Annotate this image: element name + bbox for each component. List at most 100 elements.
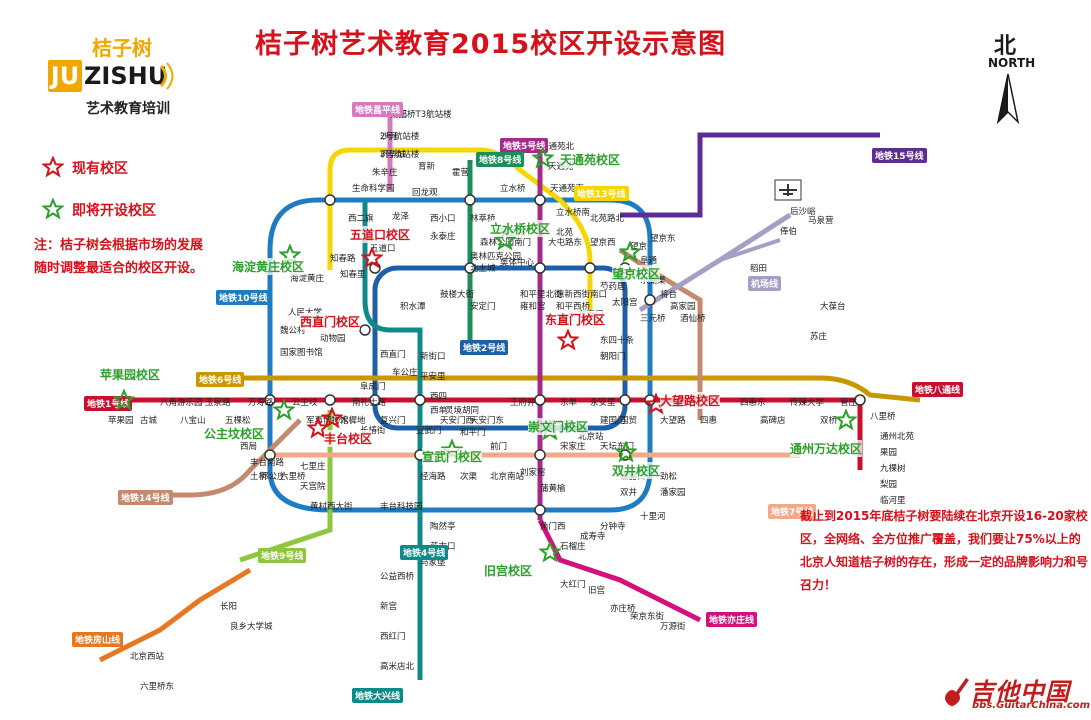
station-label: 果园 xyxy=(880,448,898,458)
station-label: 马家堡 xyxy=(420,558,446,568)
campus-label: 西直门校区 xyxy=(300,313,361,330)
station-label: 东四十条 xyxy=(600,336,635,346)
station-label: 雍和宫 xyxy=(520,302,546,312)
line-badge: 地铁房山线 xyxy=(72,632,124,647)
line-badge: 地铁15号线 xyxy=(872,148,927,163)
line-badge: 地铁6号线 xyxy=(196,372,245,387)
line-badge: 地铁8号线 xyxy=(476,152,525,167)
existing-campus-star-icon xyxy=(321,407,343,429)
north-arrow-icon xyxy=(996,73,1020,125)
station-label: 经海路 xyxy=(420,472,446,482)
station-label: 八里桥 xyxy=(870,412,896,422)
station-label: 天通苑北 xyxy=(540,142,575,152)
station-label: 天通苑南 xyxy=(550,184,585,194)
plan-statement: 截止到2015年底桔子树要陆续在北京开设16-20家校区，全网络、全方位推广覆盖… xyxy=(800,509,1089,592)
station-label: 国家图书馆 xyxy=(280,348,323,358)
station-label: 通州北苑 xyxy=(880,432,915,442)
station-label: 八宝山 xyxy=(180,416,206,426)
station-label: 潘家园 xyxy=(660,488,686,498)
watermark-url: bbs.GuitarChina.com xyxy=(972,700,1091,711)
campus-label: 望京校区 xyxy=(612,265,661,282)
station-label: 双井 xyxy=(620,488,638,498)
station-label: 知春路 xyxy=(330,254,356,264)
campus-label: 海淀黄庄校区 xyxy=(232,258,305,275)
planned-campus-star-icon xyxy=(42,198,64,220)
station-label: 北苑路北 xyxy=(590,214,625,224)
planned-campus-star-icon xyxy=(532,147,554,169)
station-label: 管庄 xyxy=(840,398,858,408)
station-label: 灵境胡同 xyxy=(445,406,480,416)
station-label: 三元桥T3航站楼 xyxy=(390,110,452,120)
station-label: 北苑 xyxy=(556,228,574,238)
station-label: 十里河 xyxy=(640,512,666,522)
station-label: 角门西 xyxy=(540,522,566,532)
station-label: 稻田 xyxy=(750,264,768,274)
station-label: 安定门 xyxy=(470,302,496,312)
station-label: 四惠 xyxy=(700,416,718,426)
line-badge: 地铁大兴线 xyxy=(352,688,404,703)
station-label: 新宫 xyxy=(380,602,398,612)
existing-campus-star-icon xyxy=(361,247,383,269)
station-label: 和平里北街 xyxy=(520,290,563,300)
station-label: 林萃桥 xyxy=(470,214,496,224)
station-label: 长阳 xyxy=(220,602,238,612)
station-label: 惠新西街南口 xyxy=(556,290,608,300)
logo-tagline: 艺术教育培训 xyxy=(86,101,170,117)
planned-campus-star-icon xyxy=(113,389,135,411)
station-label: 万寿路 xyxy=(248,398,274,408)
station-label: 芍药居 xyxy=(600,282,626,292)
existing-campus-star-icon xyxy=(307,417,329,439)
station-label: 永安里 xyxy=(590,398,616,408)
station-label: 苹果园 xyxy=(108,416,134,426)
station-label: 朝阳门 xyxy=(600,352,626,362)
station-label: 蒲黄榆 xyxy=(540,484,566,494)
station-label: 木樨地 xyxy=(340,416,366,426)
airport-icon xyxy=(774,179,802,201)
north-word: NORTH xyxy=(988,56,1036,70)
station-label: 西四 xyxy=(430,392,448,402)
station-label: 西直门 xyxy=(380,350,406,360)
line-badge: 地铁13号线 xyxy=(574,186,629,201)
station-label: 六里桥东 xyxy=(140,682,175,692)
station-label: 高家园 xyxy=(670,302,696,312)
campus-label: 天通苑校区 xyxy=(560,151,621,168)
station-label: 望京 xyxy=(630,242,648,252)
station-label: 望京西 xyxy=(590,238,616,248)
station-label: 五道口 xyxy=(370,244,396,254)
station-label: 新街口 xyxy=(420,352,446,362)
campus-label: 崇文门校区 xyxy=(528,418,589,435)
line-badge: 地铁八通线 xyxy=(912,382,964,397)
station-label: 朱辛庄 xyxy=(372,168,398,178)
station-label: 天安门西 xyxy=(440,416,475,426)
station-label: 东单 xyxy=(560,398,578,408)
campus-label: 宣武门校区 xyxy=(422,448,483,465)
station-label: 北土城 xyxy=(470,264,496,274)
station-label: 玉泉路 xyxy=(205,398,231,408)
station-label: 奥体中心 xyxy=(500,258,535,268)
station-label: 阜成门 xyxy=(360,382,386,392)
station-label: 双桥 xyxy=(820,416,838,426)
station-label: 七里庄 xyxy=(300,462,326,472)
station-label: 陶然亭 xyxy=(430,522,456,532)
station-label: 立水桥 xyxy=(500,184,526,194)
station-label: 育新 xyxy=(418,162,436,172)
logo-wave-icon xyxy=(159,62,174,90)
station-label: 将台 xyxy=(660,290,678,300)
station-label: 古城 xyxy=(140,416,158,426)
station-label: 万源街 xyxy=(660,622,686,632)
station-label: 南礼士路 xyxy=(352,398,387,408)
station-label: 次渠 xyxy=(460,472,478,482)
station-label: 天宫院 xyxy=(300,482,326,492)
station-label: 建国门 xyxy=(600,416,626,426)
watermark-name: 吉他中国 xyxy=(970,678,1070,706)
line-badge: 地铁2号线 xyxy=(460,340,509,355)
line-14 xyxy=(130,418,302,498)
campus-label: 立水桥校区 xyxy=(490,220,551,237)
station-label: 传媒大学 xyxy=(790,398,825,408)
station-label: 高碑店 xyxy=(760,416,786,426)
station-label: 西红门 xyxy=(380,632,406,642)
station-label: 2号航站楼 xyxy=(380,132,420,142)
logo-mark: JU xyxy=(48,60,82,92)
line-badge: 地铁10号线 xyxy=(216,290,271,305)
